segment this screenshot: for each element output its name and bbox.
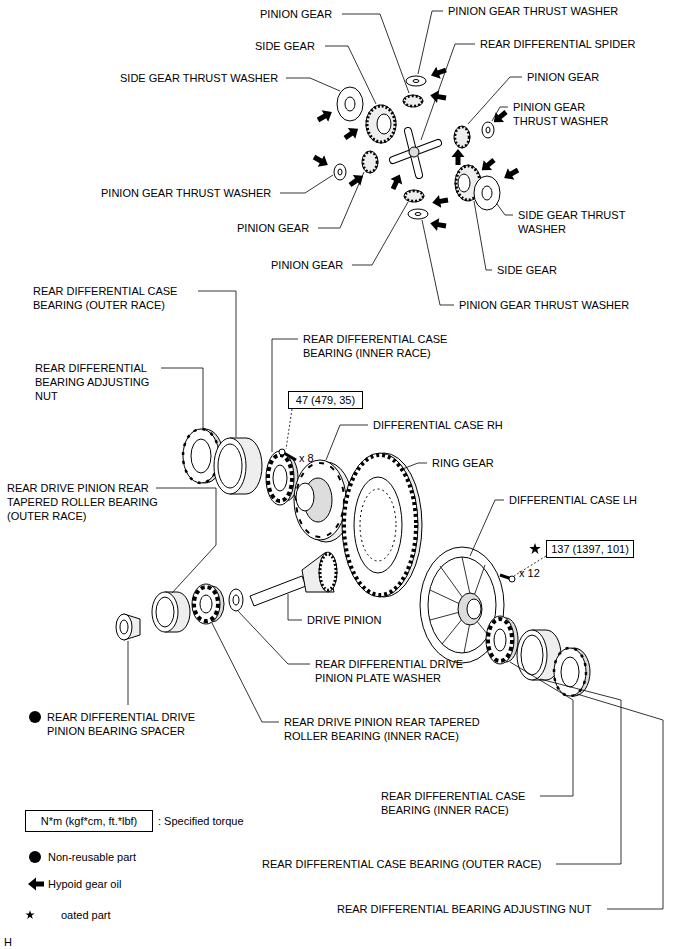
differential-assembly <box>116 429 590 696</box>
figure-code: H <box>4 935 12 949</box>
part-label: REAR DRIVE PINION REAR TAPERED ROLLER BE… <box>284 715 499 743</box>
part-label: PINION GEAR <box>271 258 343 272</box>
part-label: DIFFERENTIAL CASE LH <box>509 493 637 507</box>
legend-text: : Specified torque <box>158 814 244 828</box>
torque-spec-box: 47 (479, 35) <box>288 391 363 409</box>
part-label: SIDE GEAR <box>497 263 557 277</box>
quantity-label: x 12 <box>519 566 540 580</box>
part-label: DIFFERENTIAL CASE RH <box>373 418 503 432</box>
part-label: PINION GEAR <box>527 70 599 84</box>
torque-spec-box: 137 (1397, 101) <box>546 540 634 558</box>
part-label: REAR DIFFERENTIAL BEARING ADJUSTING NUT <box>337 902 591 916</box>
part-label: PINION GEAR THRUST WASHER <box>101 186 271 200</box>
part-label: SIDE GEAR <box>255 39 315 53</box>
torque-legend-box: N*m (kgf*cm, ft.*lbf) <box>25 810 153 832</box>
part-label: REAR DIFFERENTIAL CASE BEARING (INNER RA… <box>381 789 551 817</box>
box-text: 137 (1397, 101) <box>551 542 629 556</box>
part-label: REAR DIFFERENTIAL CASE BEARING (INNER RA… <box>303 332 473 360</box>
part-label: REAR DIFFERENTIAL BEARING ADJUSTING NUT <box>35 361 163 403</box>
spider-gear-cluster <box>334 76 500 219</box>
part-label: REAR DIFFERENTIAL SPIDER <box>480 37 635 51</box>
part-label: PINION GEAR <box>260 7 332 21</box>
part-label: REAR DIFFERENTIAL CASE BEARING (OUTER RA… <box>33 284 203 312</box>
box-text: N*m (kgf*cm, ft.*lbf) <box>41 814 138 828</box>
quantity-label: x 8 <box>299 451 314 465</box>
legend-text: Non-reusable part <box>48 850 136 864</box>
part-label: SIDE GEAR THRUST WASHER <box>120 71 278 85</box>
part-label: PINION GEAR THRUST WASHER <box>448 4 618 18</box>
legend-text: Hypoid gear oil <box>48 877 121 891</box>
box-text: 47 (479, 35) <box>296 393 355 407</box>
legend-text: oated part <box>61 908 111 922</box>
part-label: SIDE GEAR THRUST WASHER <box>518 208 643 236</box>
part-label: REAR DIFFERENTIAL DRIVE PINION PLATE WAS… <box>315 657 487 685</box>
part-label: PINION GEAR THRUST WASHER <box>513 100 618 128</box>
part-label: REAR DIFFERENTIAL DRIVE PINION BEARING S… <box>47 710 219 738</box>
part-label: PINION GEAR THRUST WASHER <box>459 298 629 312</box>
oil-arrows <box>311 64 522 233</box>
part-label: REAR DIFFERENTIAL CASE BEARING (OUTER RA… <box>262 857 542 871</box>
part-label: PINION GEAR <box>237 221 309 235</box>
part-label: RING GEAR <box>432 456 494 470</box>
symbols <box>25 543 540 919</box>
part-label: REAR DRIVE PINION REAR TAPERED ROLLER BE… <box>7 481 172 523</box>
leader-lines <box>128 11 663 909</box>
part-label: DRIVE PINION <box>307 613 382 627</box>
